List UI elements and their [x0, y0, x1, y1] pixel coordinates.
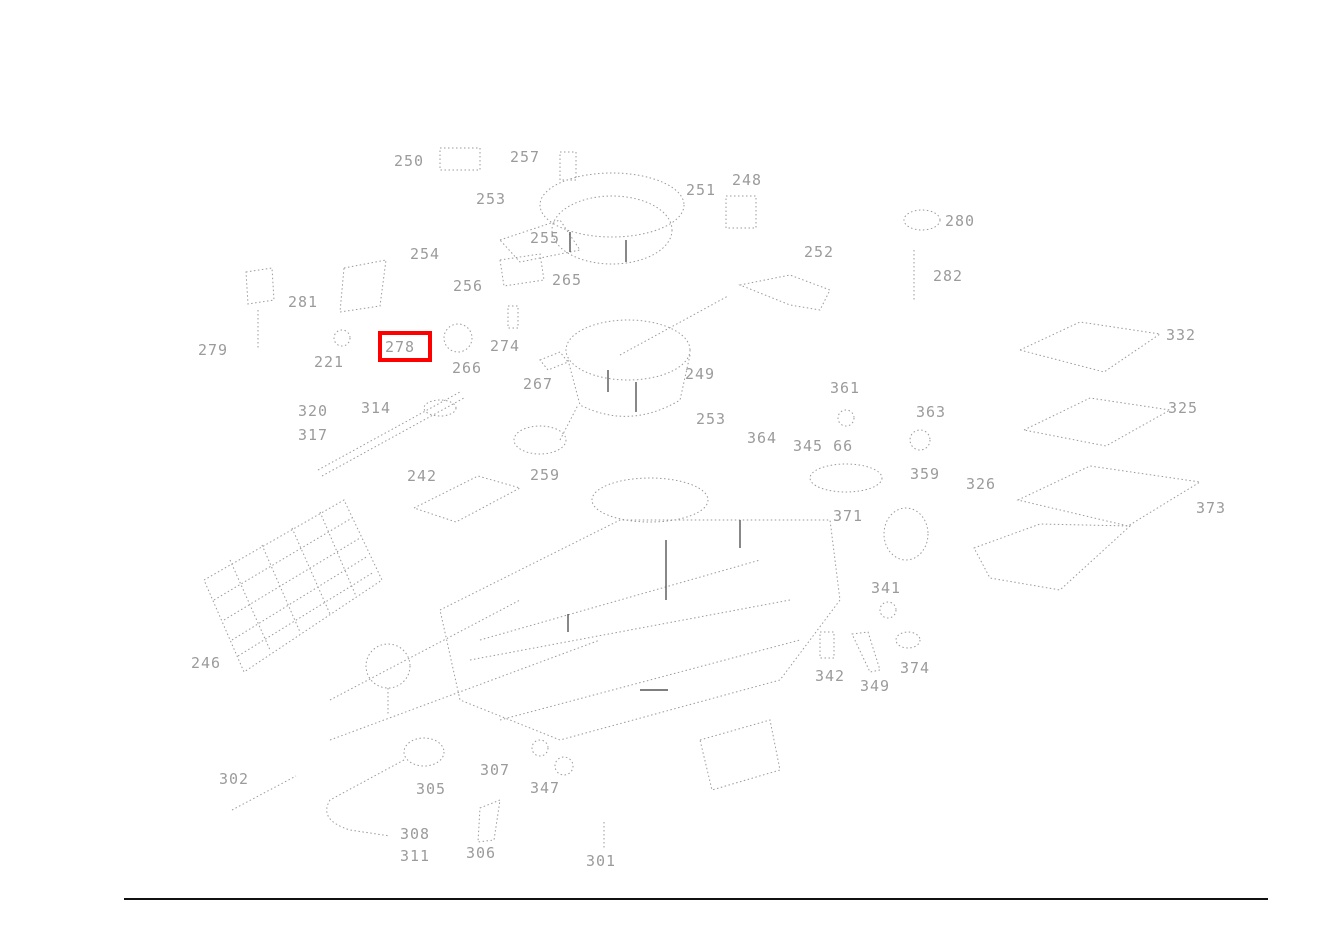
callout-267: 267 [523, 375, 554, 393]
callout-253: 253 [476, 190, 507, 208]
grid-panel-drawing [203, 499, 383, 673]
callout-302: 302 [219, 770, 250, 788]
callout-257: 257 [510, 148, 541, 166]
callout-332: 332 [1166, 326, 1197, 344]
callout-248: 248 [732, 171, 763, 189]
callout-255: 255 [530, 229, 561, 247]
callout-320: 320 [298, 402, 329, 420]
callout-301: 301 [586, 852, 617, 870]
callout-265: 265 [552, 271, 583, 289]
footer-divider [124, 898, 1268, 900]
callout-246: 246 [191, 654, 222, 672]
callout-306: 306 [466, 844, 497, 862]
lower-right-parts-drawing [819, 601, 921, 673]
callout-326: 326 [966, 475, 997, 493]
callout-374: 374 [900, 659, 931, 677]
main-chassis-drawing [329, 477, 841, 791]
callout-251: 251 [686, 181, 717, 199]
callout-254: 254 [410, 245, 441, 263]
callout-281: 281 [288, 293, 319, 311]
callout-249: 249 [685, 365, 716, 383]
callout-345: 345 66 [793, 437, 854, 455]
callout-314: 314 [361, 399, 392, 417]
callout-282: 282 [933, 267, 964, 285]
callout-274: 274 [490, 337, 521, 355]
callout-317: 317 [298, 426, 329, 444]
callout-342: 342 [815, 667, 846, 685]
callout-308: 308 [400, 825, 431, 843]
shaft-drawing [317, 391, 465, 477]
callout-278: 278 [385, 338, 416, 356]
callout-347: 347 [530, 779, 561, 797]
callout-363: 363 [916, 403, 947, 421]
callout-307: 307 [480, 761, 511, 779]
callout-242: 242 [407, 467, 438, 485]
callout-325: 325 [1168, 399, 1199, 417]
callout-259: 259 [530, 466, 561, 484]
callout-266: 266 [452, 359, 483, 377]
callout-279: 279 [198, 341, 229, 359]
right-stack-drawing [809, 321, 1202, 591]
callout-341: 341 [871, 579, 902, 597]
callout-252: 252 [804, 243, 835, 261]
right-top-parts-drawing [619, 209, 941, 356]
callout-305: 305 [416, 780, 447, 798]
callout-359: 359 [910, 465, 941, 483]
callout-253b: 253 [696, 410, 727, 428]
highlight-box-278[interactable] [378, 331, 432, 362]
left-parts-drawing [245, 259, 569, 371]
callout-221: 221 [314, 353, 345, 371]
hose-drawing [231, 737, 605, 850]
callout-364: 364 [747, 429, 778, 447]
top-housing-drawing [439, 147, 757, 287]
callout-280: 280 [945, 212, 976, 230]
callout-373: 373 [1196, 499, 1227, 517]
callout-250: 250 [394, 152, 425, 170]
callout-256: 256 [453, 277, 484, 295]
callout-361: 361 [830, 379, 861, 397]
callout-311: 311 [400, 847, 431, 865]
callout-371: 371 [833, 507, 864, 525]
middle-housing-drawing [513, 319, 691, 455]
callout-349: 349 [860, 677, 891, 695]
